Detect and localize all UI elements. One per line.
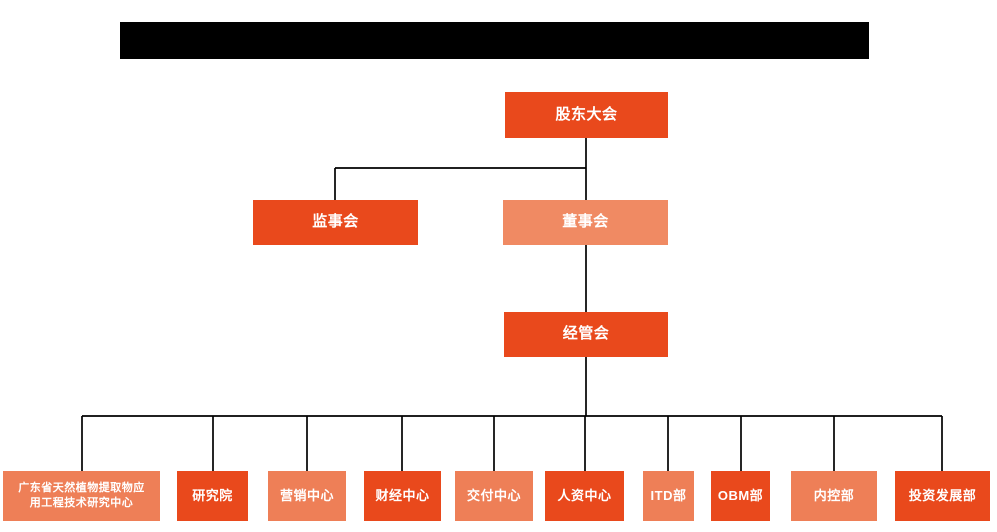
org-node-label: ITD部 xyxy=(650,488,687,504)
org-node-label: 财经中心 xyxy=(375,488,430,504)
org-node-label: 董事会 xyxy=(562,213,609,231)
org-node-investment-development-department: 投资发展部 xyxy=(895,471,990,521)
org-node-research-institute: 研究院 xyxy=(177,471,248,521)
org-node-label: 广东省天然植物提取物应 xyxy=(18,482,145,495)
org-node-label: 投资发展部 xyxy=(908,488,977,504)
org-node-board-of-directors: 董事会 xyxy=(503,200,668,245)
org-node-label: 经管会 xyxy=(562,325,610,343)
org-node-marketing-center: 营销中心 xyxy=(268,471,346,521)
org-node-internal-control-department: 内控部 xyxy=(791,471,877,521)
org-node-label: 股东大会 xyxy=(555,105,618,123)
org-node-label: 人资中心 xyxy=(557,488,612,504)
org-node-shareholders-meeting: 股东大会 xyxy=(505,92,668,138)
org-node-label: 监事会 xyxy=(312,213,359,231)
org-node-delivery-center: 交付中心 xyxy=(455,471,533,521)
org-node-management-committee: 经管会 xyxy=(504,312,668,357)
org-node-label: 内控部 xyxy=(813,488,855,504)
org-node-obm-department: OBM部 xyxy=(711,471,770,521)
org-node-finance-center: 财经中心 xyxy=(364,471,441,521)
org-node-itd-department: ITD部 xyxy=(643,471,694,521)
org-node-supervisory-board: 监事会 xyxy=(253,200,418,245)
org-node-label: 交付中心 xyxy=(466,488,521,504)
org-node-gd-natural-plant-extract-research-center: 广东省天然植物提取物应用工程技术研究中心 xyxy=(3,471,160,521)
org-node-label: 营销中心 xyxy=(279,488,334,504)
redacted-title-bar xyxy=(120,22,869,59)
org-node-hr-center: 人资中心 xyxy=(545,471,624,521)
org-node-label: 研究院 xyxy=(192,488,233,504)
org-node-label: 用工程技术研究中心 xyxy=(29,497,134,509)
org-node-label: OBM部 xyxy=(717,488,764,504)
